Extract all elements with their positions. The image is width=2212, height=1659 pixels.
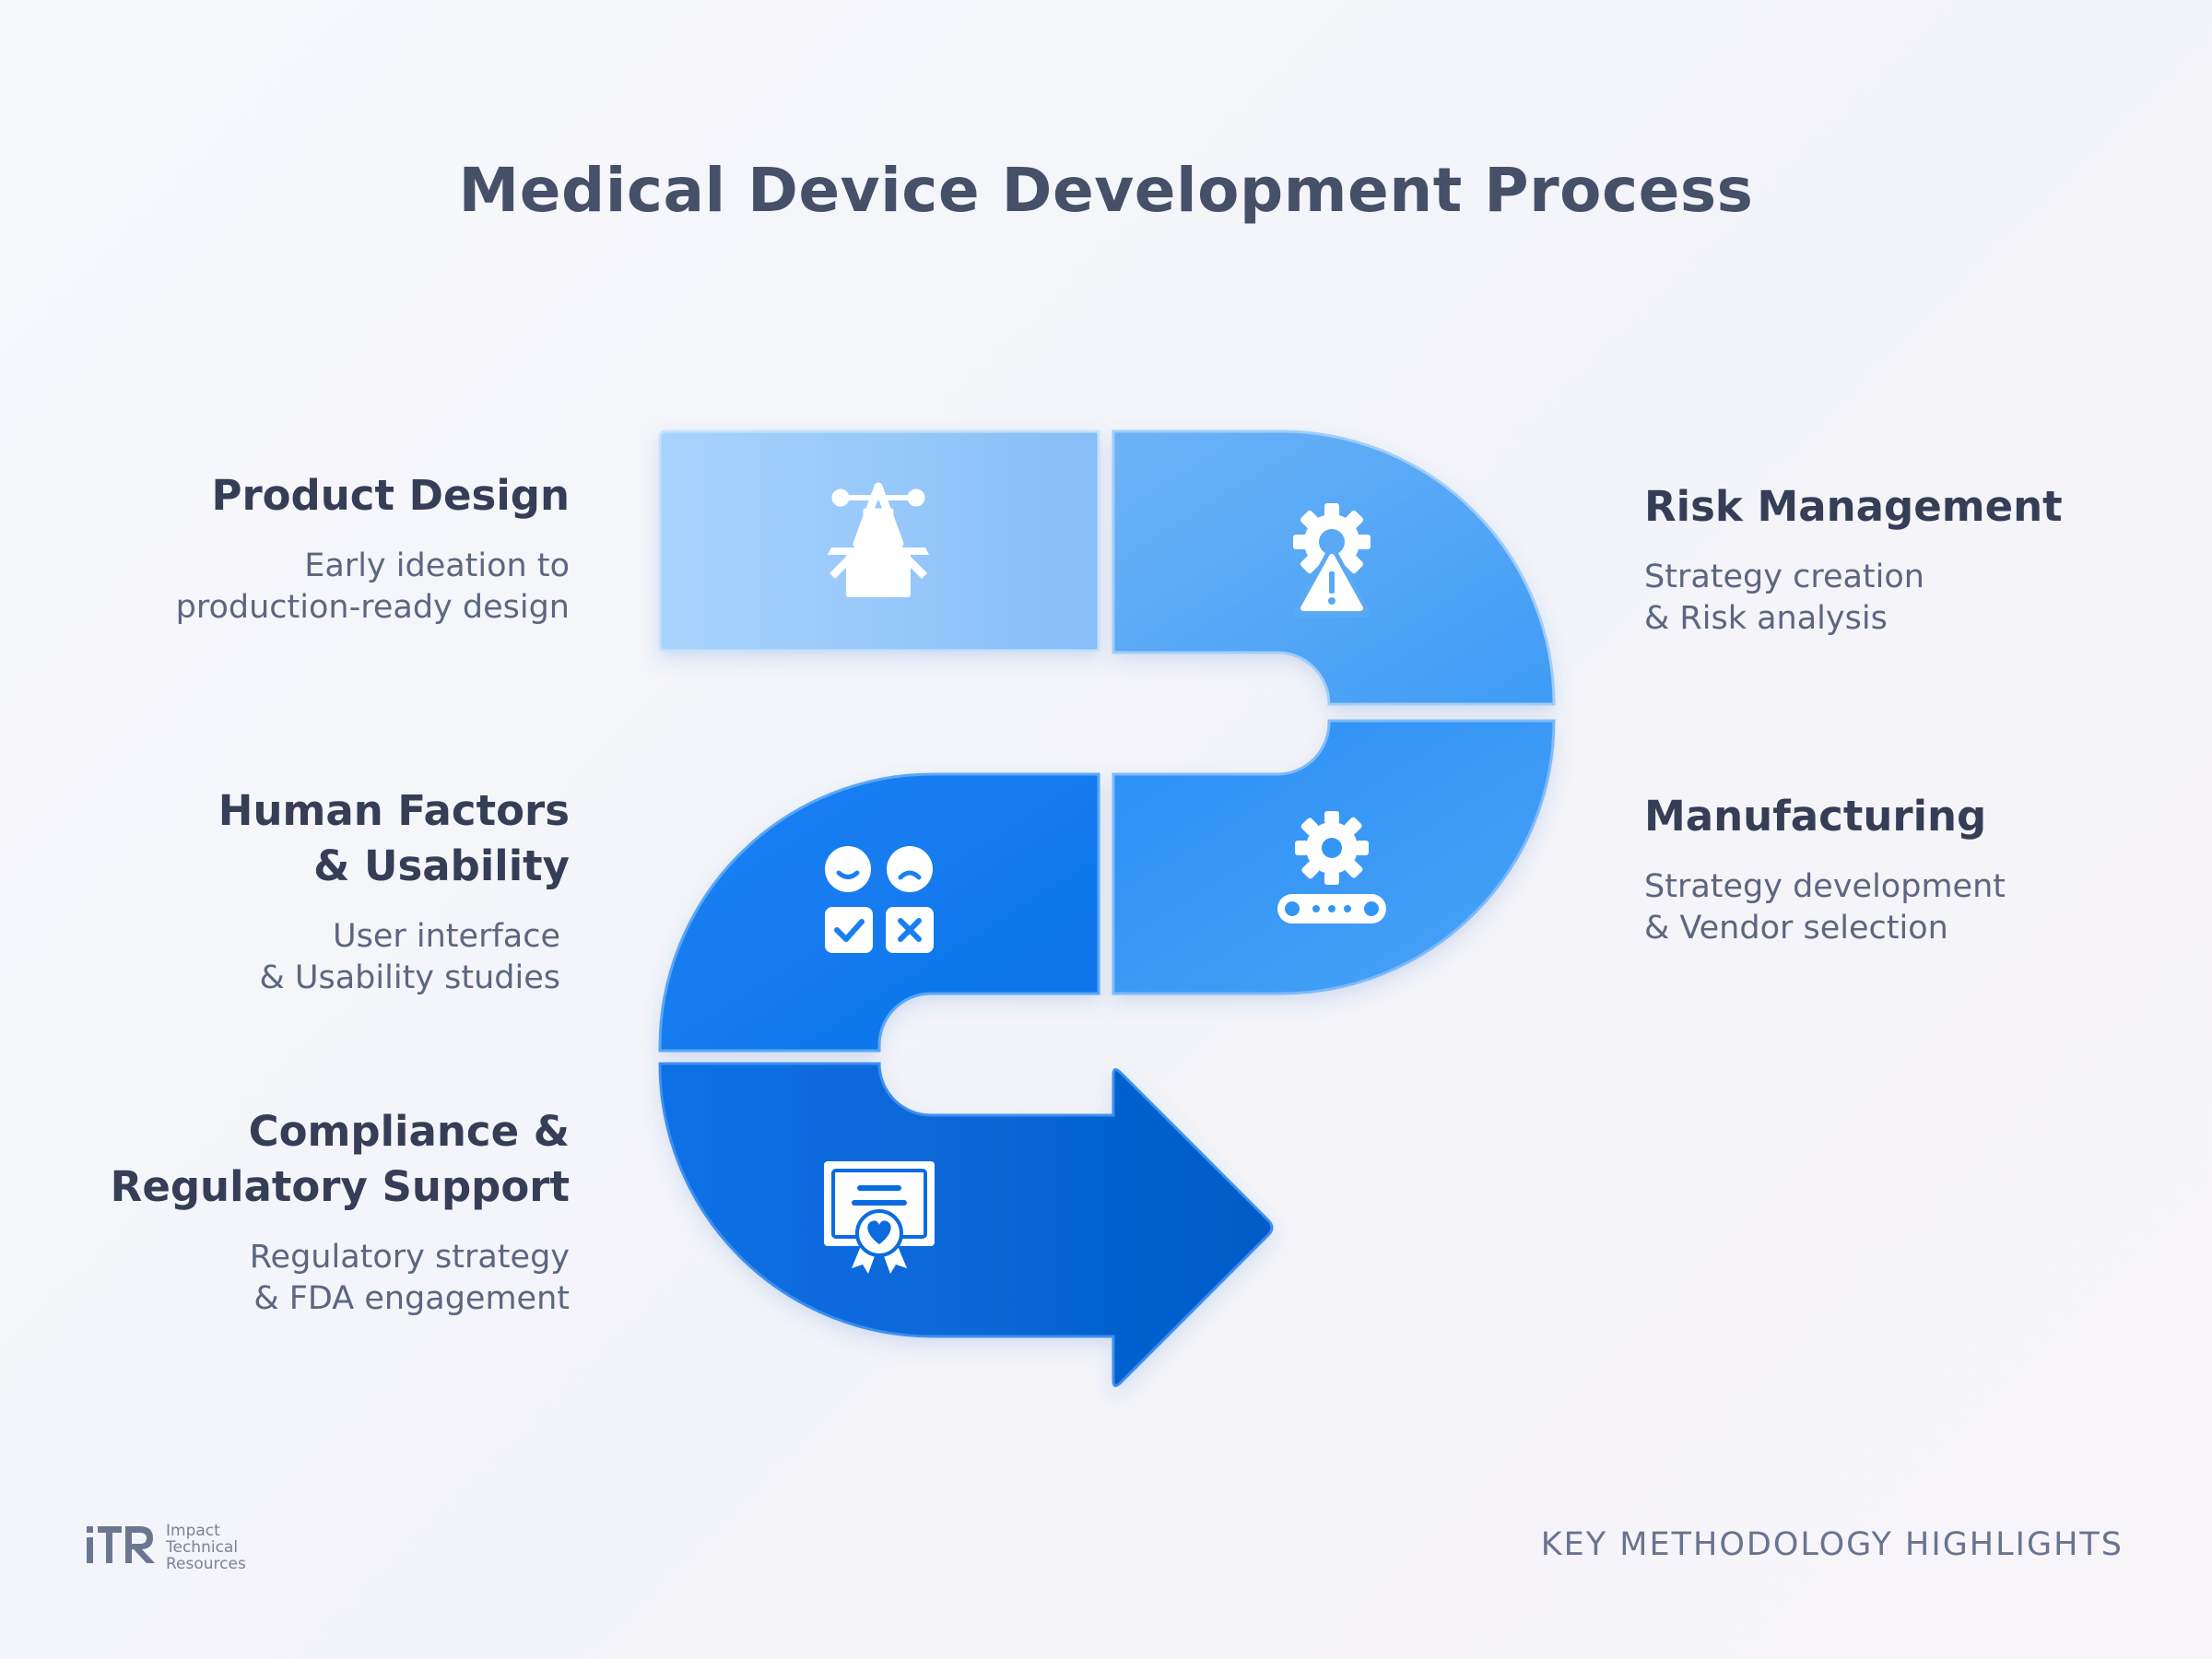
gear-conveyor-icon — [1277, 811, 1386, 924]
logo-text: Impact Technical Resources — [166, 1523, 246, 1572]
risk-management-title-line: Risk Management — [1644, 482, 2063, 531]
compliance-desc-line-2: & FDA engagement — [253, 1280, 570, 1317]
certificate-icon — [824, 1161, 935, 1274]
human-factors-desc-line-2: & Usability studies — [259, 959, 560, 996]
logo-text-line-2: Technical — [166, 1538, 239, 1557]
design-tool-icon — [828, 482, 929, 597]
compliance-title-line-2: Regulatory Support — [110, 1162, 570, 1211]
page-title: Medical Device Development Process — [458, 155, 1754, 226]
product-design-desc-line-2: production-ready design — [175, 589, 570, 626]
manufacturing-desc-line-2: & Vendor selection — [1644, 910, 1948, 947]
compliance-desc: Regulatory strategy & FDA engagement — [250, 1237, 570, 1320]
manufacturing-title: Manufacturing — [1644, 789, 1986, 844]
compliance-arrow-segment — [658, 1062, 1274, 1387]
manufacturing-desc: Strategy development & Vendor selection — [1644, 866, 2006, 949]
product-design-desc: Early ideation to production-ready desig… — [176, 546, 570, 629]
human-factors-title-line-2: & Usability — [313, 841, 570, 890]
risk-management-desc: Strategy creation & Risk analysis — [1644, 557, 1924, 640]
manufacturing-title-line: Manufacturing — [1644, 792, 1987, 841]
human-factors-desc: User interface & Usability studies — [259, 916, 560, 999]
risk-management-title: Risk Management — [1644, 479, 2063, 535]
logo-text-line-1: Impact — [166, 1522, 220, 1540]
human-factors-desc-line-1: User interface — [333, 918, 560, 955]
product-design-title-line: Product Design — [211, 471, 570, 520]
human-factors-title-line-1: Human Factors — [218, 786, 570, 835]
risk-management-desc-line-2: & Risk analysis — [1644, 600, 1888, 637]
itr-logo-icon — [87, 1526, 155, 1563]
manufacturing-desc-line-1: Strategy development — [1644, 868, 2006, 905]
compliance-title: Compliance & Regulatory Support — [111, 1104, 570, 1215]
gear-warning-icon — [1293, 503, 1371, 618]
product-design-title: Product Design — [211, 468, 570, 524]
human-factors-title: Human Factors & Usability — [218, 783, 570, 894]
footer-tagline: KEY METHODOLOGY HIGHLIGHTS — [1540, 1526, 2124, 1563]
risk-management-desc-line-1: Strategy creation — [1644, 559, 1924, 595]
usability-faces-icon — [825, 846, 934, 953]
compliance-title-line-1: Compliance & — [248, 1107, 570, 1156]
logo-text-line-3: Resources — [166, 1555, 246, 1573]
human-factors-segment — [658, 772, 1100, 1053]
compliance-desc-line-1: Regulatory strategy — [249, 1239, 570, 1276]
product-design-desc-line-1: Early ideation to — [304, 547, 570, 584]
